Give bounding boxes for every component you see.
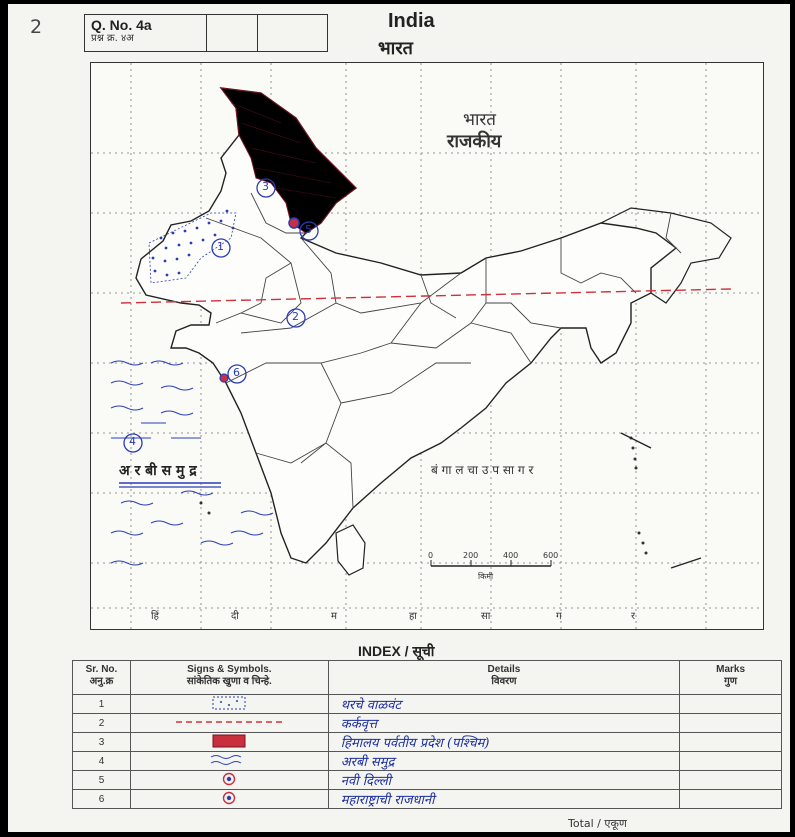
detail-cell: थरचे वाळवंट bbox=[327, 694, 681, 714]
symbol-cell bbox=[129, 713, 329, 733]
ocean-label-part: म bbox=[331, 611, 337, 622]
table-row: 6 महाराष्ट्राची राजधानी bbox=[72, 789, 782, 809]
total-label: Total / एकूण bbox=[568, 817, 627, 830]
worksheet-page: 2 Q. No. 4a प्रश्न क्र. ४अ India भारत bbox=[8, 4, 790, 832]
red-fill-symbol bbox=[212, 734, 246, 747]
arabian-sea-waves bbox=[110, 360, 274, 566]
sr-cell: 3 bbox=[72, 732, 131, 752]
detail-cell: महाराष्ट्राची राजधानी bbox=[327, 789, 681, 809]
sr-cell: 2 bbox=[72, 713, 131, 733]
map-title-english: India bbox=[388, 10, 435, 32]
table-row: 3 हिमालय पर्वतीय प्रदेश (पश्चिम) bbox=[72, 732, 782, 752]
scale-tick-label: 600 bbox=[543, 551, 559, 560]
detail-cell: अरबी समुद्र bbox=[327, 751, 681, 771]
arabian-sea-label: अ र बी स मु द्र bbox=[119, 463, 197, 479]
marker-6: 6 bbox=[233, 366, 240, 379]
sr-cell: 1 bbox=[72, 694, 131, 714]
marker-4: 4 bbox=[129, 435, 136, 448]
india-political-map: भारत राजकीय अ र बी स मु द्र बं गा ल चा उ… bbox=[90, 62, 764, 630]
bay-of-bengal-label: बं गा ल चा उ प सा ग र bbox=[431, 463, 534, 477]
index-table: Sr. No.अनु.क्र Signs & Symbols.सांकेतिक … bbox=[72, 660, 782, 809]
ringed-dot-symbol bbox=[223, 791, 236, 804]
sr-cell: 6 bbox=[72, 789, 131, 809]
new-delhi-dot bbox=[288, 217, 300, 229]
marks-cell bbox=[679, 789, 782, 809]
thar-desert-dots bbox=[151, 209, 235, 277]
ringed-dot-symbol bbox=[223, 772, 236, 785]
map-drawing bbox=[91, 63, 763, 629]
detail-cell: हिमालय पर्वतीय प्रदेश (पश्चिम) bbox=[327, 732, 681, 752]
map-scale-bar bbox=[430, 560, 552, 567]
ocean-label-part: ग bbox=[556, 611, 562, 622]
page-number: 2 bbox=[30, 16, 43, 38]
scale-tick-label: 200 bbox=[463, 551, 479, 560]
ocean-label-part: हा bbox=[409, 611, 417, 622]
india-outline bbox=[135, 87, 678, 564]
map-label-type: राजकीय bbox=[447, 131, 502, 152]
marker-5: 5 bbox=[305, 223, 312, 236]
marks-cell bbox=[679, 694, 782, 714]
map-title-marathi: भारत bbox=[378, 38, 413, 59]
himalaya-west-region bbox=[219, 87, 357, 234]
index-header-row: Sr. No.अनु.क्र Signs & Symbols.सांकेतिक … bbox=[72, 660, 782, 695]
ocean-label-part: र bbox=[631, 611, 636, 622]
scale-unit-label: किमी bbox=[478, 572, 494, 581]
detail-cell: नवी दिल्ली bbox=[327, 770, 681, 790]
symbol-cell bbox=[129, 694, 329, 714]
table-row: 1 थरचे वाळवंट bbox=[72, 694, 782, 714]
marker-1: 1 bbox=[217, 240, 224, 253]
table-row: 5 नवी दिल्ली bbox=[72, 770, 782, 790]
blue-waves-symbol bbox=[211, 754, 242, 765]
symbol-cell bbox=[129, 732, 329, 752]
dotted-box-symbol bbox=[212, 696, 246, 709]
symbol-cell bbox=[129, 751, 329, 771]
table-row: 4 अरबी समुद्र bbox=[72, 751, 782, 771]
question-number: Q. No. 4a bbox=[91, 17, 152, 33]
state-boundaries bbox=[205, 192, 682, 509]
detail-cell: कर्कवृत्त bbox=[327, 713, 681, 733]
mumbai-dot bbox=[219, 373, 229, 383]
sr-no-header: Sr. No.अनु.क्र bbox=[72, 660, 131, 695]
marker-3: 3 bbox=[262, 180, 269, 193]
question-number-marathi: प्रश्न क्र. ४अ bbox=[91, 33, 134, 44]
northeast-outline bbox=[600, 207, 732, 304]
marker-circles bbox=[123, 178, 319, 453]
ocean-label-part: हिं bbox=[151, 611, 159, 622]
symbol-cell bbox=[129, 770, 329, 790]
sri-lanka bbox=[335, 524, 366, 576]
question-number-box: Q. No. 4a प्रश्न क्र. ४अ bbox=[84, 14, 328, 52]
map-label-country: भारत bbox=[463, 110, 496, 130]
tropic-of-cancer-line bbox=[120, 288, 732, 304]
marker-2: 2 bbox=[292, 310, 299, 323]
marks-cell bbox=[679, 732, 782, 752]
scale-tick-label: 400 bbox=[503, 551, 519, 560]
marks-cell bbox=[679, 713, 782, 733]
dashed-red-line-symbol bbox=[176, 720, 283, 723]
marks-cell bbox=[679, 770, 782, 790]
index-title: INDEX / सूची bbox=[358, 643, 435, 659]
scale-tick-label: 0 bbox=[428, 551, 434, 560]
sr-cell: 5 bbox=[72, 770, 131, 790]
table-row: 2 कर्कवृत्त bbox=[72, 713, 782, 733]
ocean-label-part: सा bbox=[481, 611, 491, 622]
sr-cell: 4 bbox=[72, 751, 131, 771]
marks-cell bbox=[679, 751, 782, 771]
symbol-cell bbox=[129, 789, 329, 809]
signs-header: Signs & Symbols.सांकेतिक खुणा व चिन्हे. bbox=[129, 660, 329, 695]
ocean-label-part: दी bbox=[231, 611, 239, 622]
